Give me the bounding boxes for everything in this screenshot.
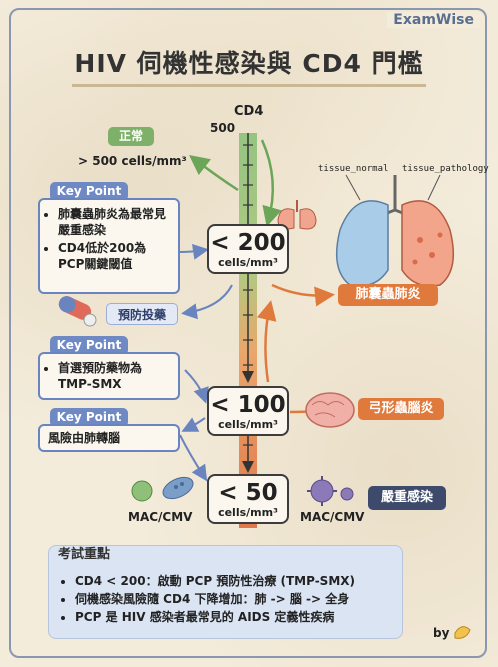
- exam-point-item: 伺機感染風險隨 CD4 下降增加：肺 -> 腦 -> 全身: [75, 590, 390, 608]
- lung-normal: [335, 200, 389, 287]
- threshold-200-value: < 200: [210, 230, 286, 256]
- virus-right-icon: [307, 476, 354, 506]
- exam-point-item: CD4 < 200：啟動 PCP 預防性治療 (TMP-SMX): [75, 572, 390, 590]
- key-point-3-tag: Key Point: [50, 408, 128, 427]
- arrow-to-normal: [189, 154, 239, 192]
- key-point-2-box: 首選預防藥物為TMP-SMX: [38, 352, 180, 400]
- key-point-3-box: 風險由肺轉腦: [38, 424, 180, 452]
- lung-pathology: [401, 200, 455, 287]
- threshold-100-unit: cells/mm³: [218, 418, 278, 431]
- arrow-down-green: [260, 139, 282, 227]
- exam-points-title: 考試重點: [58, 547, 111, 562]
- cd4-top-value: 500: [210, 121, 236, 135]
- normal-value: > 500 cells/mm³: [78, 154, 187, 168]
- arrow-kp1-to-200: [179, 243, 209, 260]
- threshold-50-box: < 50 cells/mm³: [207, 474, 289, 524]
- arrow-200-to-prophylaxis: [181, 284, 233, 320]
- arrow-to-pcp: [271, 283, 335, 307]
- threshold-50-value: < 50: [218, 480, 278, 506]
- small-lungs-icon: [277, 200, 317, 230]
- threshold-100-box: < 100 cells/mm³: [207, 386, 289, 436]
- severe-infection-tag: 嚴重感染: [368, 486, 446, 510]
- arrow-kp3-to-50: [179, 434, 208, 482]
- cd4-axis-label: CD4: [234, 104, 264, 119]
- page-frame: [9, 8, 487, 658]
- normal-tag: 正常: [108, 127, 154, 146]
- page-title: HIV 伺機性感染與 CD4 門檻: [74, 49, 424, 78]
- lung-normal-label: tissue_normal: [318, 164, 389, 174]
- key-point-1-tag: Key Point: [50, 182, 128, 201]
- pcp-tag: 肺囊蟲肺炎: [338, 284, 438, 306]
- threshold-100-value: < 100: [210, 392, 286, 418]
- lungs-illustration: [335, 174, 455, 287]
- arrow-kp2-to-100: [184, 369, 209, 404]
- mac-cmv-left-label: MAC/CMV: [128, 510, 193, 524]
- threshold-200-box: < 200 cells/mm³: [207, 224, 289, 274]
- microbes-left-icon: [131, 476, 194, 502]
- key-point-1-item: 肺囊蟲肺炎為最常見嚴重感染: [58, 206, 171, 238]
- exam-point-item: PCP 是 HIV 感染者最常見的 AIDS 定義性疾病: [75, 608, 390, 626]
- footer-by: by: [433, 626, 450, 640]
- axis-ticks: [243, 144, 253, 446]
- arrow-up-orange: [256, 300, 277, 383]
- mac-cmv-right-label: MAC/CMV: [300, 510, 365, 524]
- key-point-1-item: CD4低於200為PCP關鍵閾值: [58, 240, 171, 272]
- lung-pathology-label: tissue_pathology: [402, 164, 489, 174]
- key-point-1-box: 肺囊蟲肺炎為最常見嚴重感染 CD4低於200為PCP關鍵閾值: [38, 198, 180, 294]
- exam-points-box: CD4 < 200：啟動 PCP 預防性治療 (TMP-SMX) 伺機感染風險隨…: [48, 545, 403, 639]
- brain-icon: [305, 392, 355, 428]
- threshold-50-unit: cells/mm³: [218, 506, 278, 519]
- key-point-3-text: 風險由肺轉腦: [48, 431, 121, 445]
- toxo-tag: 弓形蟲腦炎: [358, 398, 444, 420]
- pill-icon: [58, 296, 97, 327]
- prophylaxis-tag: 預防投藥: [106, 303, 178, 325]
- key-point-2-item: 首選預防藥物為TMP-SMX: [58, 360, 171, 392]
- threshold-200-unit: cells/mm³: [218, 256, 278, 269]
- arrow-100-to-kp3: [181, 417, 206, 432]
- title-underline: [72, 84, 426, 87]
- mascot-icon: [454, 626, 471, 639]
- key-point-2-tag: Key Point: [50, 336, 128, 355]
- brand-logo: ExamWise: [387, 12, 480, 28]
